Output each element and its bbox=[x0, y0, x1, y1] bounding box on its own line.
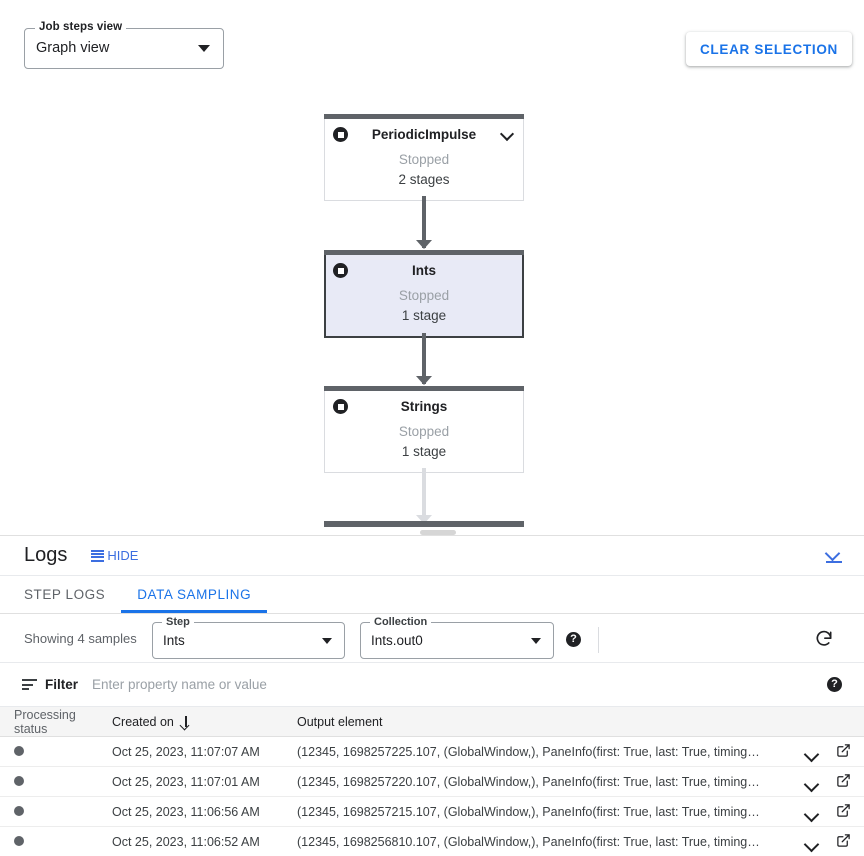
chevron-down-icon bbox=[198, 45, 210, 52]
underline-bar bbox=[826, 561, 842, 564]
table-row[interactable]: Oct 25, 2023, 11:07:07 AM (12345, 1698257… bbox=[0, 737, 864, 767]
table-header-row: Processing status Created on Output elem… bbox=[0, 707, 864, 737]
output-element-cell: (12345, 1698257215.107, (GlobalWindow,),… bbox=[297, 804, 760, 819]
table-row[interactable]: Oct 25, 2023, 11:07:01 AM (12345, 1698257… bbox=[0, 767, 864, 797]
graph-edge-1 bbox=[416, 196, 432, 249]
table-row[interactable]: Oct 25, 2023, 11:06:56 AM (12345, 1698257… bbox=[0, 797, 864, 827]
column-header-processing-status: Processing status bbox=[14, 707, 76, 736]
created-on-cell: Oct 25, 2023, 11:07:07 AM bbox=[112, 744, 260, 759]
graph-canvas[interactable]: PeriodicImpulse Stopped 2 stages Ints St… bbox=[0, 0, 864, 535]
graph-edge-3 bbox=[416, 468, 432, 524]
job-graph-panel: Job steps view Graph view CLEAR SELECTIO… bbox=[0, 0, 864, 535]
job-steps-view-value: Graph view bbox=[36, 40, 110, 56]
job-steps-view-label: Job steps view bbox=[35, 21, 127, 33]
collection-select[interactable]: Collection Ints.out0 bbox=[360, 616, 554, 659]
node-status-bar bbox=[324, 386, 524, 391]
graph-node-partial[interactable] bbox=[324, 521, 524, 527]
output-element-cell: (12345, 1698257220.107, (GlobalWindow,),… bbox=[297, 774, 760, 789]
collection-select-label: Collection bbox=[370, 616, 432, 628]
logs-header: Logs HIDE bbox=[0, 536, 864, 576]
status-dot-icon bbox=[14, 835, 24, 846]
open-in-new-icon[interactable] bbox=[828, 833, 864, 851]
chevron-down-icon bbox=[531, 638, 541, 644]
help-icon[interactable]: ? bbox=[566, 632, 581, 647]
collapse-panel-button[interactable] bbox=[822, 544, 846, 568]
status-dot-icon bbox=[14, 805, 24, 816]
node-status-bar bbox=[324, 114, 524, 119]
node-title-row: Strings bbox=[325, 391, 523, 422]
node-stages: 1 stage bbox=[401, 308, 447, 323]
open-in-new-icon[interactable] bbox=[828, 803, 864, 821]
created-on-cell: Oct 25, 2023, 11:06:56 AM bbox=[112, 804, 260, 819]
filter-input[interactable] bbox=[92, 677, 827, 692]
filter-label: Filter bbox=[45, 677, 79, 692]
tab-data-sampling[interactable]: DATA SAMPLING bbox=[121, 576, 267, 613]
column-header-created-on-label: Created on bbox=[112, 714, 174, 729]
data-sampling-toolbar: Showing 4 samples Step Ints Collection I… bbox=[0, 614, 864, 663]
list-icon bbox=[91, 550, 105, 562]
processing-status-cell bbox=[0, 805, 112, 819]
help-icon[interactable]: ? bbox=[827, 677, 842, 692]
step-select-value: Ints bbox=[163, 633, 185, 648]
output-element-cell: (12345, 1698256810.107, (GlobalWindow,),… bbox=[297, 834, 760, 849]
created-on-cell: Oct 25, 2023, 11:06:52 AM bbox=[112, 834, 260, 849]
open-in-new-icon[interactable] bbox=[828, 743, 864, 761]
node-stages: 2 stages bbox=[398, 172, 450, 187]
created-on-cell: Oct 25, 2023, 11:07:01 AM bbox=[112, 774, 260, 789]
node-stages: 1 stage bbox=[401, 444, 447, 459]
hide-logs-label: HIDE bbox=[107, 548, 139, 563]
status-dot-icon bbox=[14, 775, 24, 786]
node-name: Strings bbox=[400, 399, 448, 414]
processing-status-cell bbox=[0, 835, 112, 849]
tab-step-logs[interactable]: STEP LOGS bbox=[8, 576, 121, 613]
chevron-down-icon[interactable] bbox=[502, 129, 513, 140]
graph-node-strings[interactable]: Strings Stopped 1 stage bbox=[324, 386, 524, 473]
chevron-down-icon bbox=[824, 545, 841, 562]
logs-title: Logs bbox=[24, 544, 68, 566]
showing-samples-text: Showing 4 samples bbox=[24, 631, 137, 646]
node-name: Ints bbox=[411, 263, 436, 278]
graph-node-periodicimpulse[interactable]: PeriodicImpulse Stopped 2 stages bbox=[324, 114, 524, 201]
processing-status-cell bbox=[0, 775, 112, 789]
column-header-output-element: Output element bbox=[297, 714, 383, 729]
column-header-created-on[interactable]: Created on bbox=[112, 715, 297, 729]
stop-icon bbox=[333, 399, 348, 414]
step-select-label: Step bbox=[162, 616, 194, 628]
stop-icon bbox=[333, 263, 348, 278]
filter-icon bbox=[22, 679, 37, 690]
step-select[interactable]: Step Ints bbox=[152, 616, 345, 659]
node-title-row: PeriodicImpulse bbox=[325, 119, 523, 150]
logs-panel: Logs HIDE STEP LOGS DATA SAMPLING Showin… bbox=[0, 535, 864, 856]
node-status-bar bbox=[324, 250, 524, 255]
hide-logs-button[interactable]: HIDE bbox=[91, 548, 138, 563]
edge-arrow-icon bbox=[416, 376, 432, 385]
clear-selection-button[interactable]: CLEAR SELECTION bbox=[685, 32, 852, 66]
panel-resize-handle[interactable] bbox=[420, 530, 456, 535]
processing-status-cell bbox=[0, 745, 112, 759]
refresh-icon[interactable] bbox=[814, 629, 834, 649]
output-element-cell: (12345, 1698257225.107, (GlobalWindow,),… bbox=[297, 744, 760, 759]
status-dot-icon bbox=[14, 745, 24, 756]
job-steps-view-select[interactable]: Job steps view Graph view bbox=[24, 21, 224, 69]
logs-tabs: STEP LOGS DATA SAMPLING bbox=[0, 576, 864, 614]
toolbar-divider bbox=[598, 627, 599, 653]
graph-edge-2 bbox=[416, 333, 432, 385]
node-status: Stopped bbox=[398, 152, 450, 167]
stop-icon bbox=[333, 127, 348, 142]
node-name: PeriodicImpulse bbox=[371, 127, 477, 142]
node-status: Stopped bbox=[398, 288, 450, 303]
sort-descending-icon bbox=[180, 715, 191, 728]
edge-arrow-icon bbox=[416, 515, 432, 524]
graph-node-ints[interactable]: Ints Stopped 1 stage bbox=[324, 250, 524, 338]
chevron-down-icon bbox=[322, 638, 332, 644]
node-status: Stopped bbox=[398, 424, 450, 439]
samples-table: Processing status Created on Output elem… bbox=[0, 707, 864, 856]
filter-bar: Filter ? bbox=[0, 663, 864, 707]
open-in-new-icon[interactable] bbox=[828, 773, 864, 791]
table-row[interactable]: Oct 25, 2023, 11:06:52 AM (12345, 1698256… bbox=[0, 827, 864, 856]
node-title-row: Ints bbox=[326, 255, 522, 286]
table-body: Oct 25, 2023, 11:07:07 AM (12345, 1698257… bbox=[0, 737, 864, 856]
collection-select-value: Ints.out0 bbox=[371, 633, 423, 648]
edge-arrow-icon bbox=[416, 240, 432, 249]
